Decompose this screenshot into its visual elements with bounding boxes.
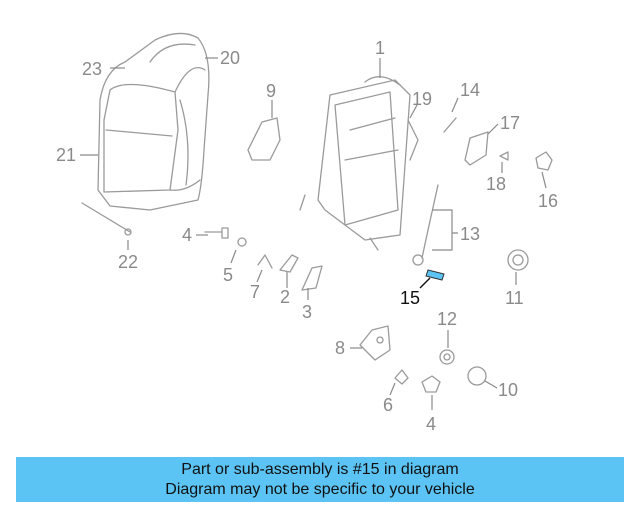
part-5-nut <box>237 237 247 247</box>
part-14-pin <box>443 117 457 133</box>
callout-13: 13 <box>460 224 480 244</box>
part-13-cable <box>421 184 439 259</box>
callout-18: 18 <box>486 174 506 194</box>
part-2-bracket <box>279 254 299 273</box>
callout-10: 10 <box>498 380 518 400</box>
part-10-gear <box>467 366 487 386</box>
callout-9: 9 <box>266 81 276 101</box>
banner-line-part-number: Part or sub-assembly is #15 in diagram <box>181 460 459 478</box>
part-3-bracket <box>301 265 323 291</box>
callout-19: 19 <box>412 89 432 109</box>
part-12-washer <box>439 349 455 365</box>
part-17-cover <box>464 131 489 166</box>
leader-lines <box>80 57 547 410</box>
callout-2: 2 <box>280 287 290 307</box>
callout-8: 8 <box>335 338 345 358</box>
part-18-clip <box>499 151 509 161</box>
part-16-knob <box>535 151 553 171</box>
part-8-plate <box>359 325 391 361</box>
part-4-bushing <box>421 375 441 393</box>
callout-21: 21 <box>56 145 76 165</box>
callout-1: 1 <box>375 38 385 58</box>
parts-diagram: 23 20 21 1 19 9 14 17 18 16 13 22 4 5 7 … <box>56 32 558 434</box>
callout-5: 5 <box>223 265 233 285</box>
part-15-highlighted[interactable] <box>425 269 445 281</box>
banner-line-disclaimer: Diagram may not be specific to your vehi… <box>165 480 475 498</box>
seat-back-cover <box>81 32 210 236</box>
callout-22: 22 <box>118 252 138 272</box>
part-11-gear <box>507 249 529 271</box>
callout-14: 14 <box>460 80 480 100</box>
callout-20: 20 <box>220 48 240 68</box>
callout-17: 17 <box>500 113 520 133</box>
callout-3: 3 <box>302 302 312 322</box>
callout-7: 7 <box>250 282 260 302</box>
seat-back-frame <box>299 76 419 251</box>
part-7-clip <box>257 254 273 269</box>
callout-4a: 4 <box>182 225 192 245</box>
part-9-bracket <box>247 117 281 161</box>
info-banner: Part or sub-assembly is #15 in diagram D… <box>16 457 624 502</box>
callout-23: 23 <box>82 59 102 79</box>
callout-12: 12 <box>437 309 457 329</box>
callout-15: 15 <box>400 288 420 308</box>
callout-6: 6 <box>383 395 393 415</box>
part-6-nut <box>394 369 409 385</box>
callouts: 23 20 21 1 19 9 14 17 18 16 13 22 4 5 7 … <box>56 38 558 434</box>
part-4-bolt <box>204 227 229 239</box>
callout-11: 11 <box>505 288 524 308</box>
callout-16: 16 <box>538 191 558 211</box>
callout-4b: 4 <box>426 414 436 434</box>
